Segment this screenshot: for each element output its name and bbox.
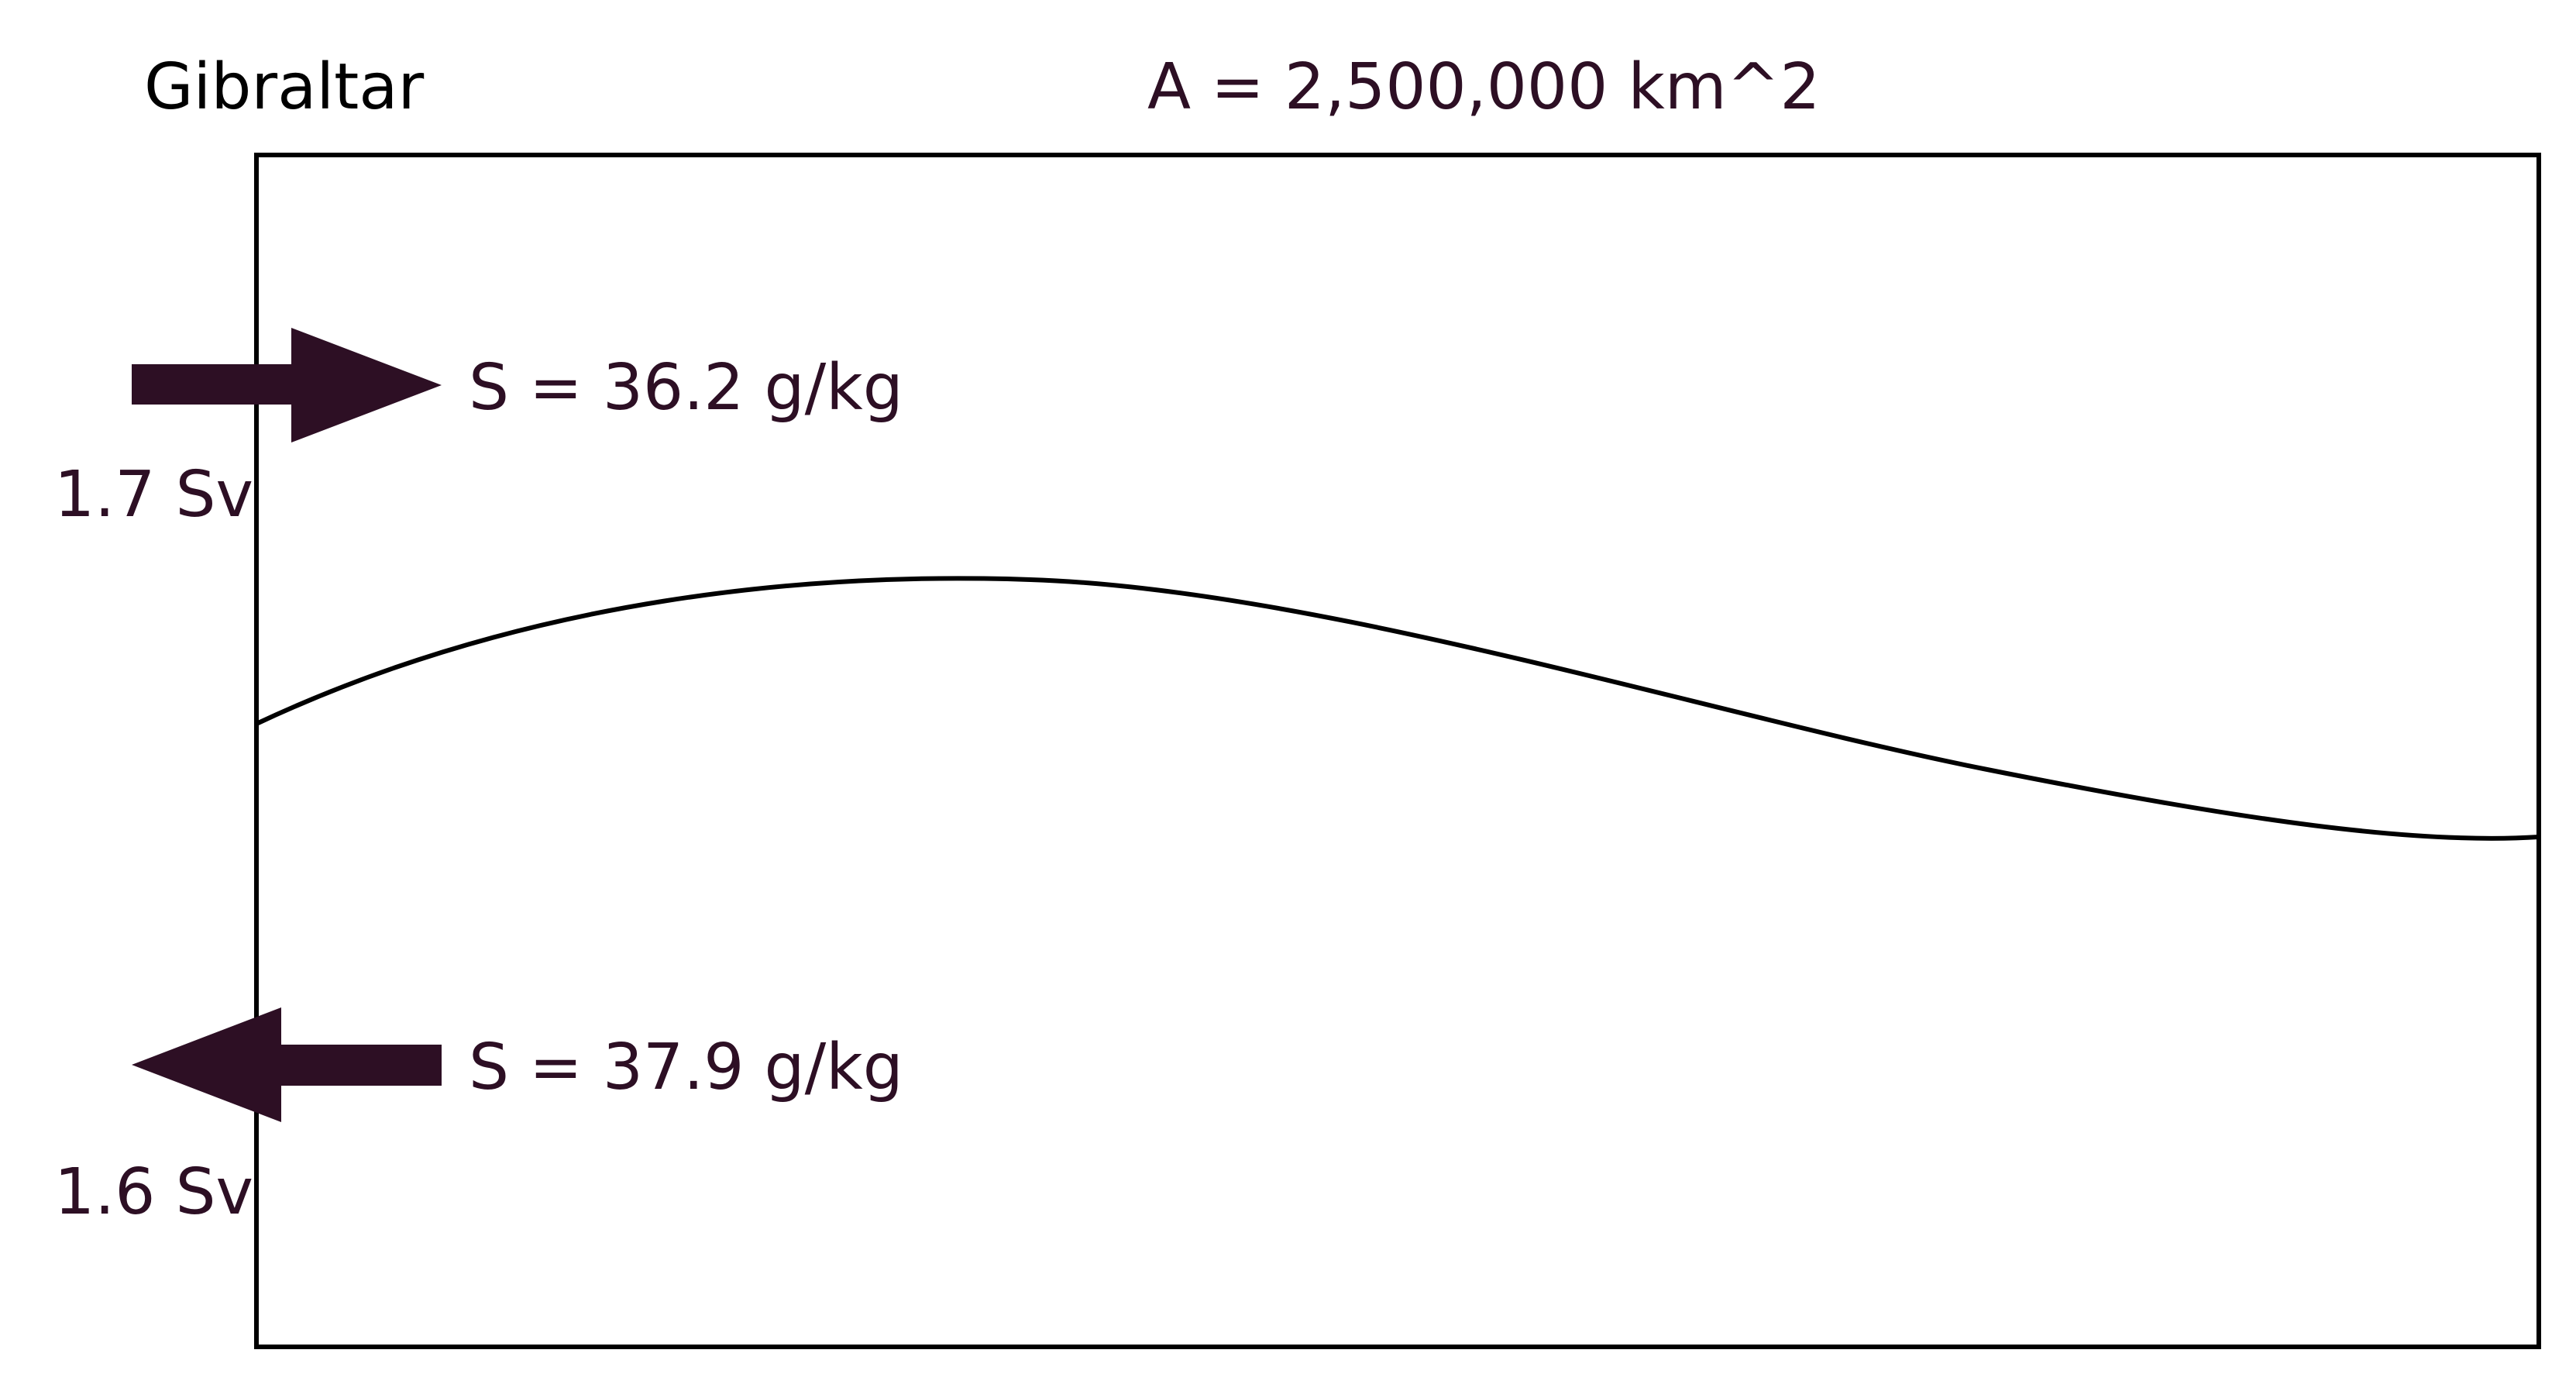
arrow-right-icon: [132, 328, 442, 442]
area-label: A = 2,500,000 km^2: [1147, 50, 1821, 124]
arrow-left-icon: [132, 1007, 442, 1122]
inflow-salinity-label: S = 36.2 g/kg: [469, 351, 903, 425]
location-label: Gibraltar: [144, 50, 425, 124]
layer-interface-curve: [255, 576, 2540, 841]
outflow-salinity-label: S = 37.9 g/kg: [469, 1031, 903, 1104]
basin-outline: [254, 153, 2541, 1349]
outflow-transport-label: 1.6 Sv: [54, 1155, 253, 1229]
inflow-transport-label: 1.7 Sv: [54, 458, 253, 532]
